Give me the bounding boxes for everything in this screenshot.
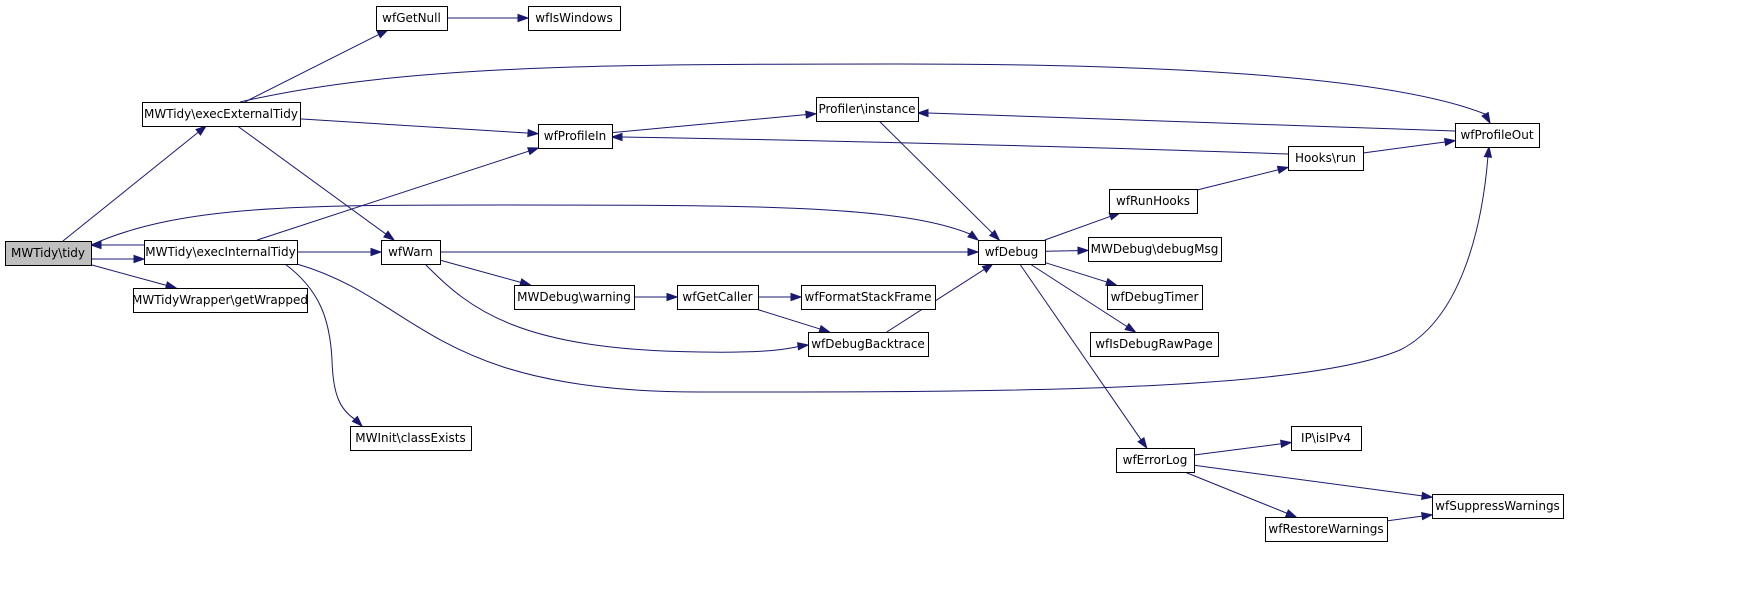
edge-wfProfileIn-to-profilerInstance (611, 110, 818, 134)
edge-tidy-to-execExternal (62, 125, 208, 242)
node-wfrunhooks[interactable]: wfRunHooks (1109, 189, 1198, 214)
node-label: wfGetNull (382, 11, 441, 25)
edge-mwdebugWarning-to-wfGetCaller (634, 292, 679, 302)
node-label: wfRestoreWarnings (1268, 522, 1383, 536)
node-mwtidy-tidy[interactable]: MWTidy\tidy (5, 241, 92, 266)
edge-wfDebug-to-wfRunHooks (1044, 212, 1122, 241)
edge-hooksRun-to-wfProfileIn (610, 132, 1289, 155)
edge-wfGetCaller-to-wfFormatStackFrame (758, 292, 803, 302)
node-mwdebug-debugmsg[interactable]: MWDebug\debugMsg (1088, 237, 1222, 262)
node-label: wfProfileOut (1460, 128, 1533, 142)
node-wfisdebugrawpage[interactable]: wfIsDebugRawPage (1090, 332, 1219, 357)
edge-wfWarn-to-wfDebug (440, 247, 980, 257)
node-label: wfErrorLog (1123, 453, 1188, 467)
edge-tidy-to-getWrapped (90, 264, 178, 290)
node-hooks-run[interactable]: Hooks\run (1288, 146, 1364, 171)
node-layer: MWTidy\tidy MWTidy\execExternalTidy MWTi… (5, 6, 1564, 542)
edge-wfErrorLog-to-isIPv4 (1193, 439, 1293, 456)
node-label: wfDebugBacktrace (811, 337, 925, 351)
node-label: MWTidy\tidy (11, 246, 85, 260)
edge-wfGetNull-to-wfIsWindows (447, 13, 530, 23)
node-label: wfDebug (985, 245, 1039, 259)
edge-wfDebug-to-wfIsDebugRawPage (1029, 263, 1137, 333)
node-label: wfDebugTimer (1111, 290, 1199, 304)
edge-wfWarn-to-wfDebugBacktrace (424, 263, 810, 353)
node-label: wfProfileIn (544, 129, 607, 143)
node-mwdebug-warning[interactable]: MWDebug\warning (514, 285, 635, 310)
node-mwtidy-execexternaltidy[interactable]: MWTidy\execExternalTidy (142, 102, 301, 127)
edge-execInternal-to-classExists (284, 263, 364, 428)
node-label: Hooks\run (1295, 151, 1356, 165)
edge-wfErrorLog-to-wfSuppressWarnings (1193, 464, 1434, 500)
edge-execExternal-to-wfGetNull (244, 29, 390, 103)
node-label: wfIsDebugRawPage (1095, 337, 1213, 351)
node-wfprofilein[interactable]: wfProfileIn (538, 124, 613, 149)
node-wfdebug[interactable]: wfDebug (978, 240, 1046, 265)
node-label: wfWarn (388, 245, 433, 259)
node-profiler-instance[interactable]: Profiler\instance (816, 97, 919, 122)
node-label: MWDebug\warning (517, 290, 631, 304)
edge-execExternal-to-wfProfileIn (299, 118, 540, 138)
node-label: wfSuppressWarnings (1435, 499, 1560, 513)
node-wfrestorewarnings[interactable]: wfRestoreWarnings (1265, 517, 1388, 542)
node-label: wfIsWindows (535, 11, 612, 25)
node-label: MWTidyWrapper\getWrapped (132, 293, 308, 307)
node-ip-isipv4[interactable]: IP\isIPv4 (1291, 426, 1362, 451)
edge-wfRestoreWarnings-to-wfSuppressWarnings (1386, 512, 1434, 522)
edge-execExternal-to-wfProfileOut (239, 63, 1491, 125)
edge-wfErrorLog-to-wfRestoreWarnings (1184, 471, 1298, 518)
node-wfiswindows[interactable]: wfIsWindows (528, 6, 621, 31)
node-mwtidywrapper-getwrapped[interactable]: MWTidyWrapper\getWrapped (132, 288, 308, 313)
node-label: MWInit\classExists (355, 431, 465, 445)
edge-execInternal-to-wfWarn (297, 247, 383, 257)
node-mwinit-classexists[interactable]: MWInit\classExists (350, 426, 472, 451)
edge-wfDebug-to-wfErrorLog (1019, 263, 1148, 450)
node-label: wfFormatStackFrame (805, 290, 932, 304)
node-wfwarn[interactable]: wfWarn (381, 240, 441, 265)
node-wfsuppresswarnings[interactable]: wfSuppressWarnings (1432, 494, 1564, 519)
edge-tidy-to-wfDebug (90, 204, 980, 246)
edge-execExternal-to-wfWarn (237, 125, 396, 241)
node-mwtidy-execinternaltidy[interactable]: MWTidy\execInternalTidy (144, 240, 298, 265)
node-label: MWTidy\execInternalTidy (145, 245, 295, 259)
edge-hooksRun-to-wfProfileOut (1362, 137, 1457, 154)
node-wfgetcaller[interactable]: wfGetCaller (677, 285, 759, 310)
node-wferrorlog[interactable]: wfErrorLog (1116, 448, 1195, 473)
node-wfprofileout[interactable]: wfProfileOut (1455, 123, 1540, 148)
node-label: MWTidy\execExternalTidy (144, 107, 298, 121)
edge-profilerInstance-to-wfDebug (878, 120, 1001, 242)
node-label: IP\isIPv4 (1301, 431, 1351, 445)
node-wfdebugtimer[interactable]: wfDebugTimer (1107, 285, 1203, 310)
edge-tidy-to-execInternal (91, 254, 146, 264)
edge-wfProfileOut-to-profilerInstance (916, 108, 1456, 132)
edge-wfDebug-to-debugMsg (1044, 246, 1090, 255)
node-label: MWDebug\debugMsg (1091, 242, 1219, 256)
node-label: wfRunHooks (1116, 194, 1190, 208)
edge-wfWarn-to-mwdebugWarning (439, 259, 532, 287)
edge-layer (62, 13, 1493, 522)
edge-wfDebug-to-wfDebugTimer (1044, 262, 1118, 286)
node-wfformatstackframe[interactable]: wfFormatStackFrame (801, 285, 936, 310)
node-wfgetnull[interactable]: wfGetNull (376, 6, 448, 31)
edge-wfGetCaller-to-wfDebugBacktrace (755, 308, 832, 333)
edge-execInternal-to-tidy (89, 240, 144, 250)
node-wfdebugbacktrace[interactable]: wfDebugBacktrace (808, 332, 929, 357)
edge-wfRunHooks-to-hooksRun (1196, 165, 1290, 191)
node-label: Profiler\instance (818, 102, 915, 116)
edge-execInternal-to-wfProfileOut (296, 145, 1493, 393)
edge-execInternal-to-wfProfileIn (257, 147, 540, 241)
node-label: wfGetCaller (682, 290, 752, 304)
